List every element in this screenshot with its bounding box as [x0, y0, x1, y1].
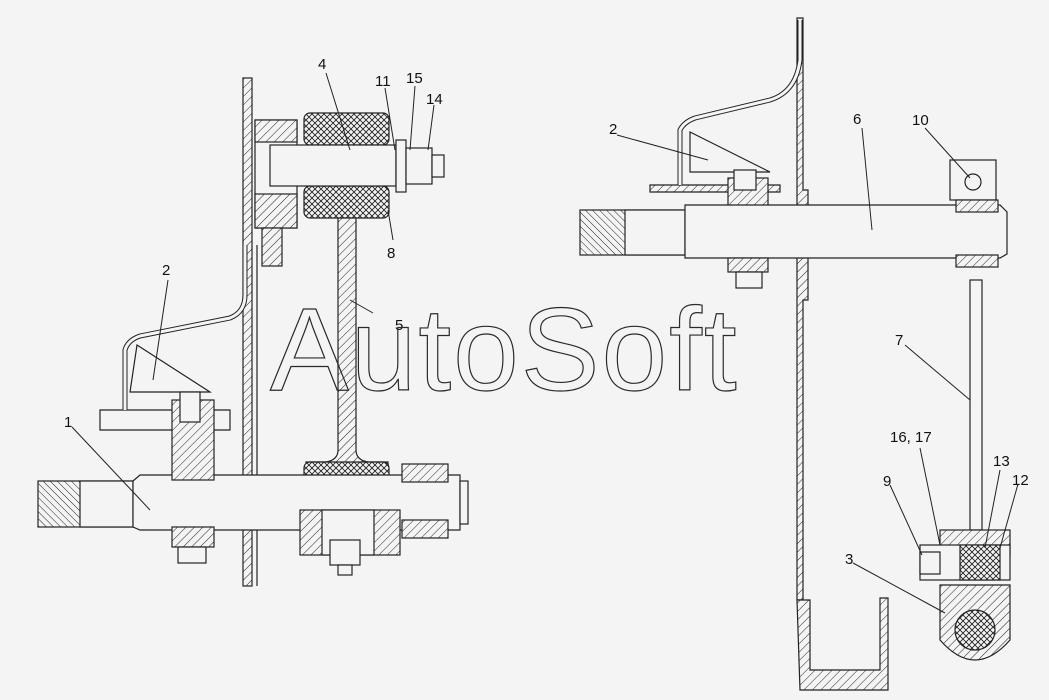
callout-labels: 1 2 4 11 15 14 8 5 2 6 10 7 16, 17 9 13 …: [64, 56, 1029, 568]
callout-2-left: 2: [162, 262, 170, 279]
left-view: [37, 77, 469, 587]
shaft-right: [684, 204, 1008, 259]
upper-nut: [405, 147, 433, 185]
callout-16-17: 16, 17: [890, 429, 932, 446]
callout-3: 3: [845, 551, 853, 568]
callout-12: 12: [1012, 472, 1029, 489]
right-view: [579, 17, 1011, 691]
callout-14: 14: [426, 91, 443, 108]
link-rod: [969, 279, 983, 531]
callout-15: 15: [406, 70, 423, 87]
leader-lines: [71, 72, 1019, 614]
callout-9: 9: [883, 473, 891, 490]
frame-plate-right: [796, 17, 809, 601]
callout-11: 11: [375, 73, 391, 90]
callout-8: 8: [387, 245, 395, 262]
callout-2-right: 2: [609, 121, 617, 138]
frame-plate-left: [242, 77, 253, 587]
upper-bolt: [269, 144, 397, 187]
callout-4: 4: [318, 56, 326, 73]
callout-13: 13: [993, 453, 1010, 470]
callout-5: 5: [395, 317, 403, 334]
watermark-text: AutoSoft: [270, 284, 739, 416]
callout-10: 10: [912, 112, 929, 129]
callout-7: 7: [895, 332, 903, 349]
callout-1: 1: [64, 414, 72, 431]
callout-6: 6: [853, 111, 861, 128]
